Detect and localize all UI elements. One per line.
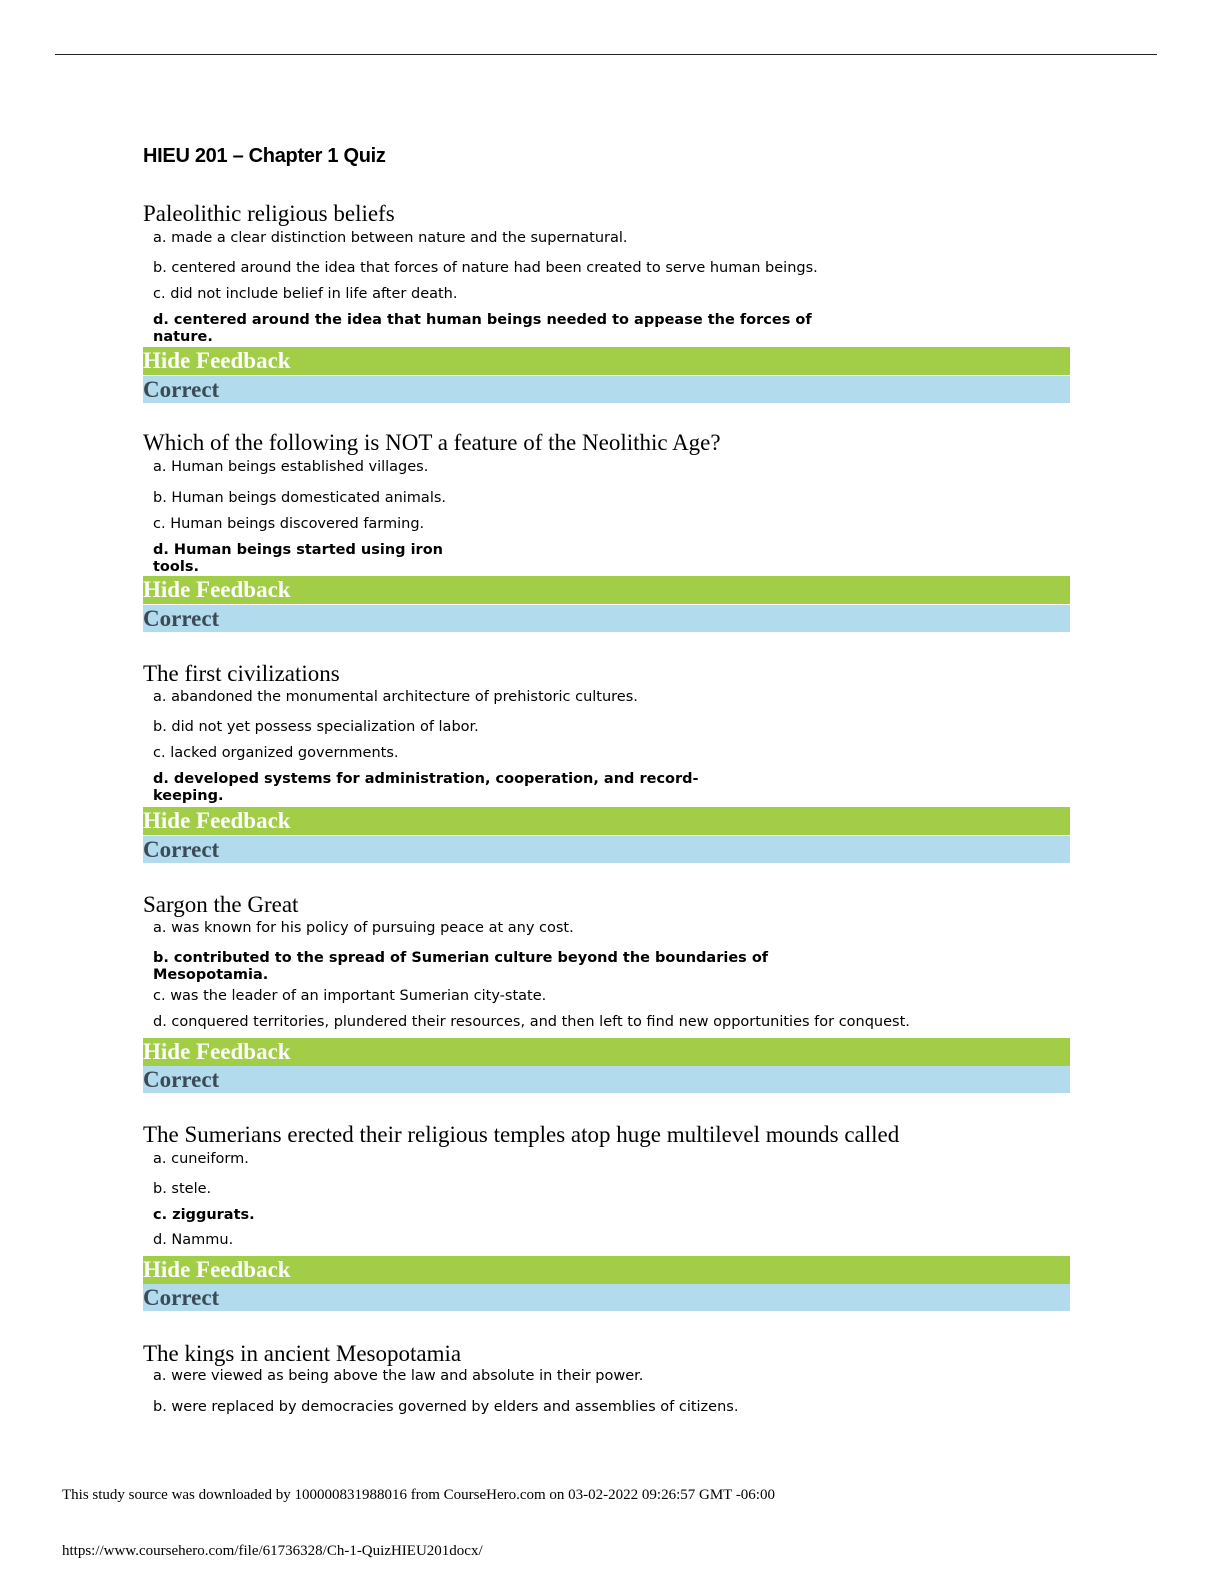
option-a[interactable]: a. was known for his policy of pursuing … <box>153 920 574 936</box>
option-d[interactable]: d. conquered territories, plundered thei… <box>153 1014 910 1030</box>
option-d-selected[interactable]: d. developed systems for administration,… <box>153 771 699 804</box>
option-a[interactable]: a. were viewed as being above the law an… <box>153 1368 644 1384</box>
option-a[interactable]: a. cuneiform. <box>153 1151 249 1167</box>
hide-feedback-button[interactable]: Hide Feedback <box>143 576 1070 604</box>
option-b[interactable]: b. stele. <box>153 1181 212 1197</box>
question-1: Paleolithic religious beliefs a. made a … <box>143 201 1070 403</box>
question-stem: Paleolithic religious beliefs <box>143 201 395 226</box>
question-2: Which of the following is NOT a feature … <box>143 430 1070 632</box>
question-6: The kings in ancient Mesopotamia a. were… <box>143 1341 1070 1415</box>
option-b[interactable]: b. centered around the idea that forces … <box>153 260 818 276</box>
option-b[interactable]: b. did not yet possess specialization of… <box>153 719 479 735</box>
option-b-selected[interactable]: b. contributed to the spread of Sumerian… <box>153 950 769 983</box>
feedback-correct: Correct <box>143 605 1070 632</box>
page-title: HIEU 201 – Chapter 1 Quiz <box>143 145 386 167</box>
source-url-link[interactable]: https://www.coursehero.com/file/61736328… <box>62 1543 483 1559</box>
option-c-selected[interactable]: c. ziggurats. <box>153 1207 255 1223</box>
option-b[interactable]: b. Human beings domesticated animals. <box>153 490 447 506</box>
feedback-correct: Correct <box>143 836 1070 863</box>
option-c[interactable]: c. Human beings discovered farming. <box>153 516 425 532</box>
feedback-correct: Correct <box>143 1066 1070 1093</box>
option-a[interactable]: a. Human beings established villages. <box>153 459 429 475</box>
question-4: Sargon the Great a. was known for his po… <box>143 892 1070 1093</box>
question-stem: The first civilizations <box>143 661 340 686</box>
option-a[interactable]: a. made a clear distinction between natu… <box>153 230 628 246</box>
option-c[interactable]: c. did not include belief in life after … <box>153 286 458 302</box>
option-a[interactable]: a. abandoned the monumental architecture… <box>153 689 638 705</box>
hide-feedback-button[interactable]: Hide Feedback <box>143 1038 1070 1066</box>
option-c[interactable]: c. was the leader of an important Sumeri… <box>153 988 547 1004</box>
question-stem: The Sumerians erected their religious te… <box>143 1122 900 1147</box>
question-stem: Sargon the Great <box>143 892 299 917</box>
hide-feedback-button[interactable]: Hide Feedback <box>143 807 1070 835</box>
question-3: The first civilizations a. abandoned the… <box>143 661 1070 863</box>
question-stem: Which of the following is NOT a feature … <box>143 430 721 455</box>
question-5: The Sumerians erected their religious te… <box>143 1122 1070 1311</box>
option-d-selected[interactable]: d. centered around the idea that human b… <box>153 312 812 345</box>
question-stem: The kings in ancient Mesopotamia <box>143 1341 462 1366</box>
hide-feedback-button[interactable]: Hide Feedback <box>143 1256 1070 1284</box>
feedback-correct: Correct <box>143 376 1070 403</box>
option-b[interactable]: b. were replaced by democracies governed… <box>153 1399 739 1415</box>
top-rule <box>55 54 1157 55</box>
option-c[interactable]: c. lacked organized governments. <box>153 745 399 761</box>
option-d[interactable]: d. Nammu. <box>153 1232 234 1248</box>
feedback-correct: Correct <box>143 1284 1070 1311</box>
option-d-selected[interactable]: d. Human beings started using iron tools… <box>153 542 443 575</box>
hide-feedback-button[interactable]: Hide Feedback <box>143 347 1070 375</box>
download-source-note: This study source was downloaded by 1000… <box>62 1487 775 1503</box>
